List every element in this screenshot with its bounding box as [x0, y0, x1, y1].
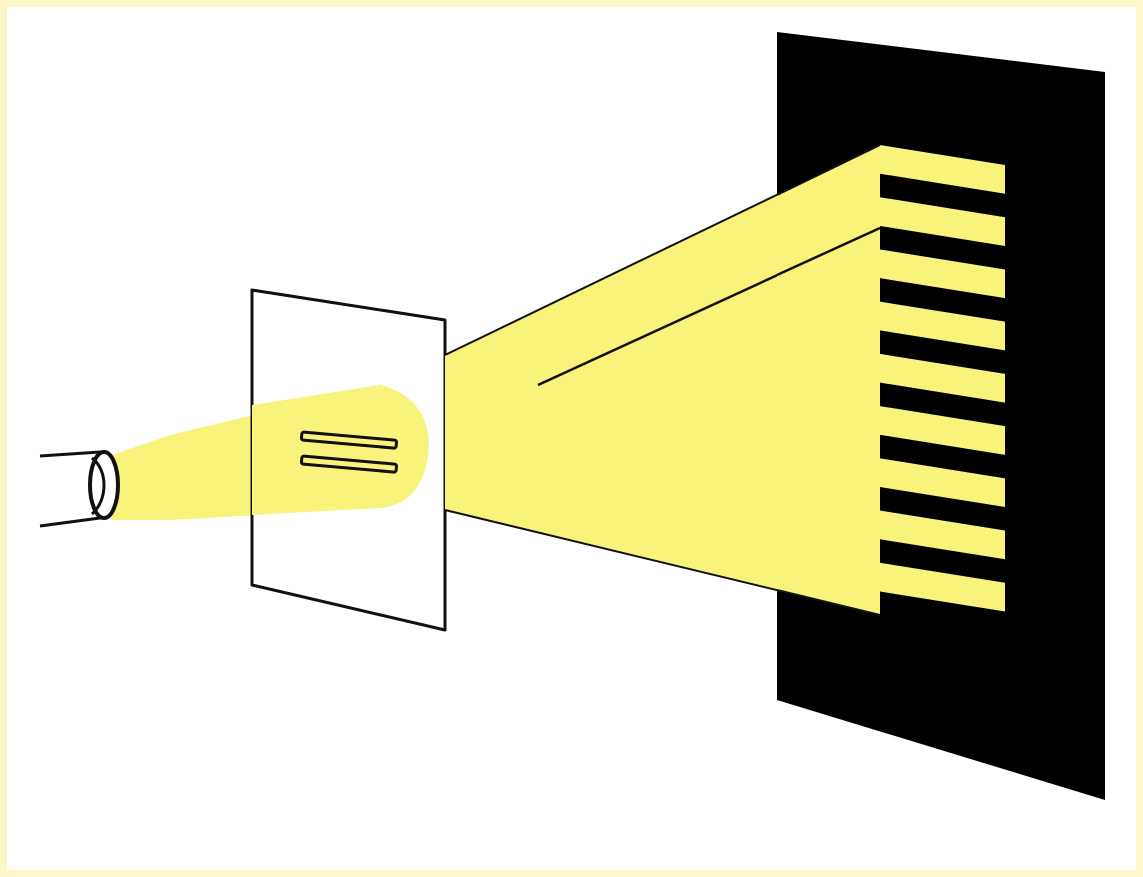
- light-source: [39, 450, 120, 528]
- bright-fringe-5: [880, 353, 1005, 403]
- double-slit-card: [250, 288, 447, 632]
- bright-fringe-8: [880, 510, 1005, 560]
- diagram-frame: [7, 7, 1136, 870]
- cone-inner-ray-end: [776, 226, 881, 277]
- bright-fringe-6: [880, 406, 1005, 455]
- interference-fringes: [880, 145, 1005, 612]
- double-slit-diagram: [39, 32, 1105, 800]
- slit-top: [299, 430, 398, 450]
- bright-fringe-7: [880, 458, 1005, 508]
- bright-fringe-2: [880, 197, 1005, 246]
- cone-upper-edge-end: [776, 144, 881, 196]
- bright-fringe-3: [880, 249, 1005, 299]
- bright-fringe-1: [880, 145, 1005, 194]
- cone-lower-edge-end: [776, 589, 881, 616]
- slit-bottom: [299, 454, 398, 474]
- light-source-lens-inner: [90, 456, 106, 516]
- bright-fringe-4: [880, 301, 1005, 351]
- cone-screen-overlay: [777, 145, 880, 615]
- bright-fringe-9: [880, 562, 1005, 612]
- diffracted-light-cone: [445, 145, 880, 615]
- light-on-card: [252, 385, 429, 515]
